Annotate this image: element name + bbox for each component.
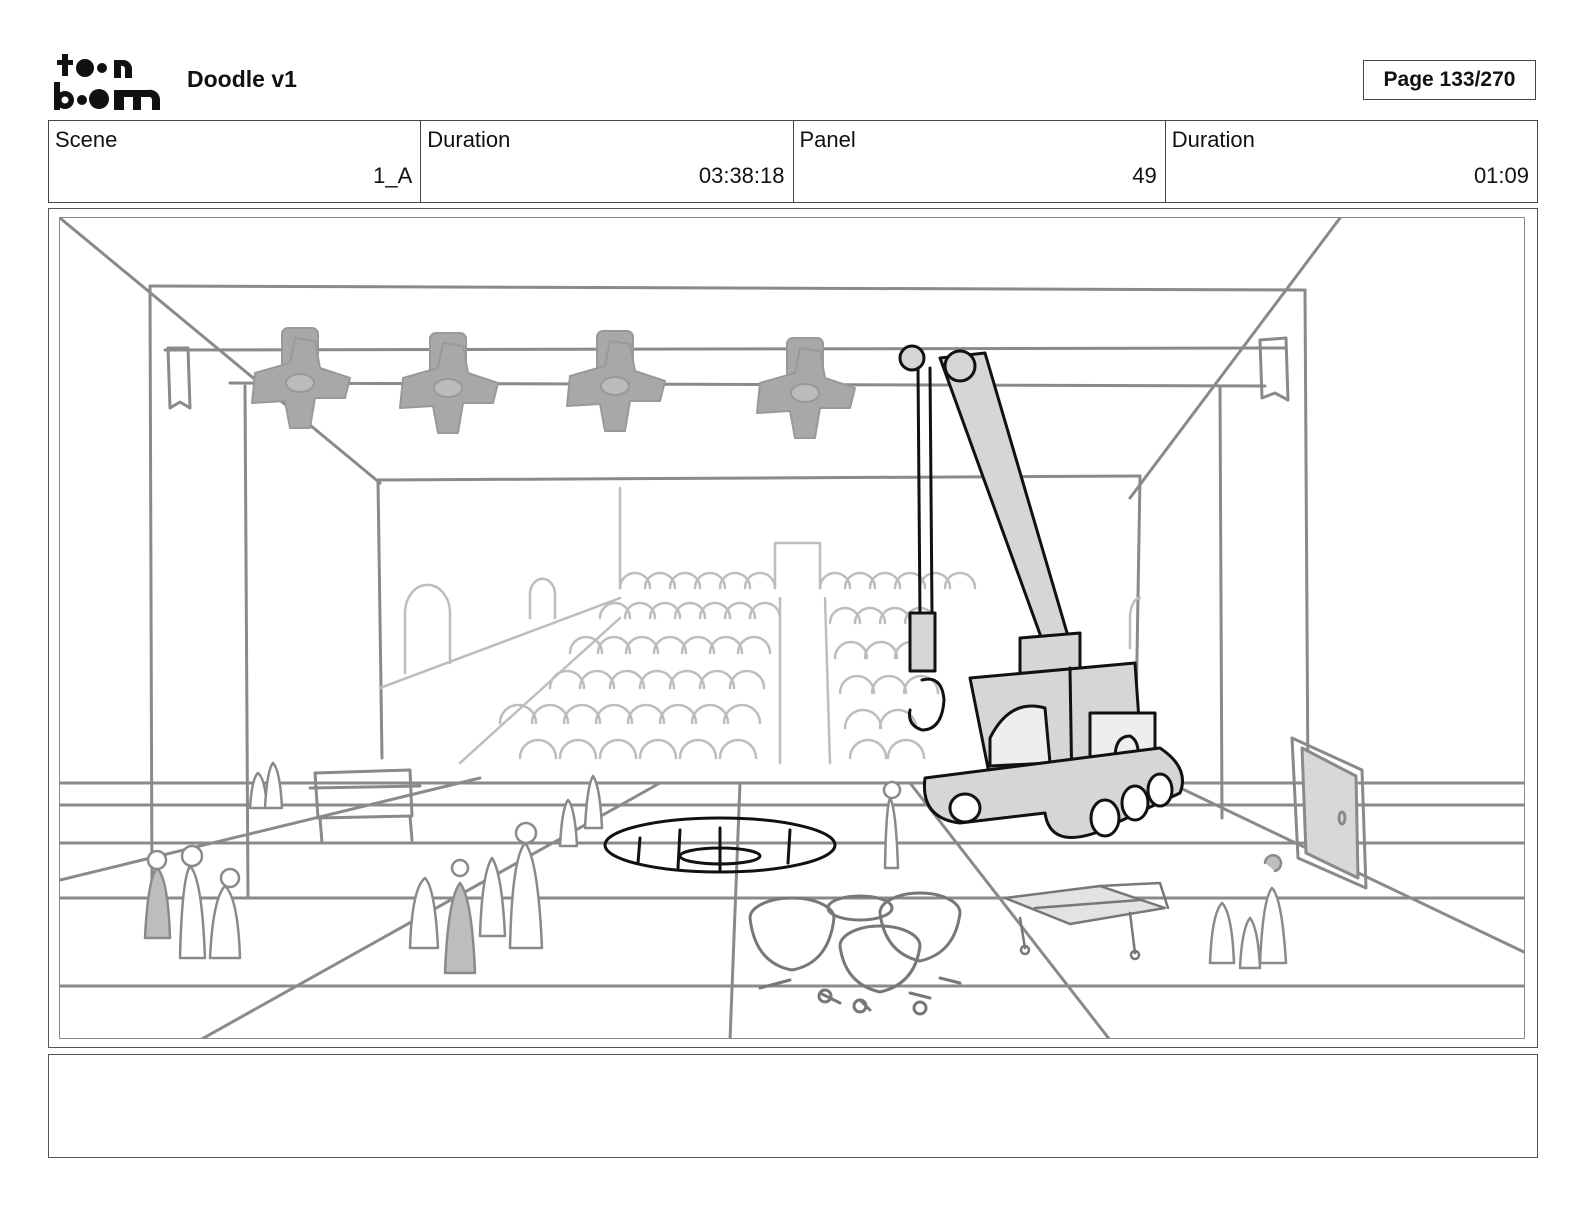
panel-duration-cell: Duration 01:09 xyxy=(1166,121,1537,202)
panel-notes-box xyxy=(48,1054,1538,1158)
scene-duration-cell: Duration 03:38:18 xyxy=(421,121,794,202)
scene-duration-label: Duration xyxy=(427,127,511,152)
scene-duration-value: 03:38:18 xyxy=(698,163,785,188)
stage-sketch-image xyxy=(60,218,1524,1038)
scene-cell: Scene 1_A xyxy=(49,121,422,202)
panel-duration-value: 01:09 xyxy=(1473,163,1529,188)
scene-value: 1_A xyxy=(373,163,413,188)
toonboom-logo xyxy=(54,54,161,110)
info-table: Scene 1_A Duration 03:38:18 Panel 49 Dur… xyxy=(48,120,1538,203)
panel-value: 49 xyxy=(1132,163,1157,188)
scene-label: Scene xyxy=(55,127,118,152)
panel-duration-label: Duration xyxy=(1171,127,1255,152)
page-indicator: Page 133/270 xyxy=(1363,60,1536,100)
panel-drawing-area xyxy=(59,217,1525,1039)
document-title: Doodle v1 xyxy=(187,66,297,92)
panel-cell: Panel 49 xyxy=(794,121,1166,202)
storyboard-panel xyxy=(48,208,1538,1048)
panel-label: Panel xyxy=(799,127,856,152)
